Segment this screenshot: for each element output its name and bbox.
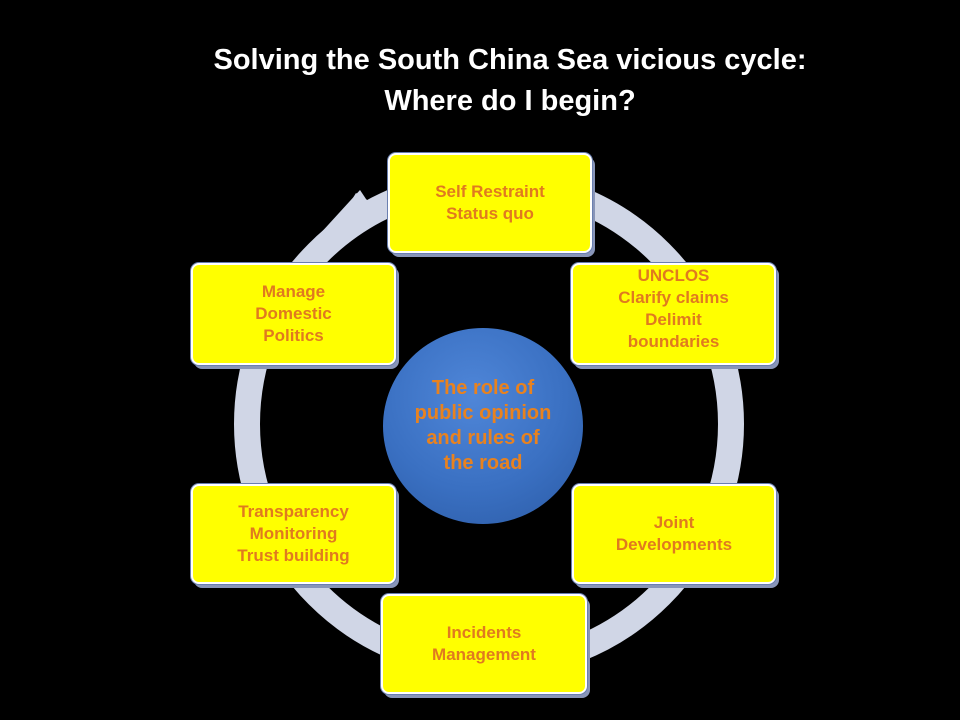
node-label: Incidents <box>446 623 522 642</box>
node-label: Clarify claims <box>618 288 729 307</box>
node-self-restraint: Self Restraint Status quo <box>388 153 592 253</box>
slide-title: Solving the South China Sea vicious cycl… <box>80 40 940 122</box>
node-label: Trust building <box>237 546 350 565</box>
node-unclos: UNCLOS Clarify claims Delimit boundaries <box>571 263 776 365</box>
node-label: Politics <box>263 326 324 345</box>
node-label: Delimit <box>645 310 702 329</box>
node-label: Status quo <box>446 204 534 223</box>
node-label: Domestic <box>255 304 332 323</box>
title-line-2: Where do I begin? <box>384 85 636 117</box>
node-label: Monitoring <box>249 524 338 543</box>
center-hub: The role of public opinion and rules of … <box>383 328 583 524</box>
node-joint-developments: Joint Developments <box>572 484 776 584</box>
cycle-arrowhead-body <box>318 190 376 236</box>
node-label: Manage <box>261 282 326 301</box>
node-transparency: Transparency Monitoring Trust building <box>191 484 396 584</box>
node-label: Developments <box>615 535 733 554</box>
hub-label: public opinion <box>414 402 552 424</box>
node-label: boundaries <box>627 332 720 351</box>
node-label: Transparency <box>238 502 349 521</box>
hub-label: The role of <box>431 377 535 399</box>
node-label: UNCLOS <box>637 266 710 285</box>
node-domestic-politics: Manage Domestic Politics <box>191 263 396 365</box>
node-label: Joint <box>653 513 695 532</box>
hub-label: the road <box>443 452 523 474</box>
title-line-1: Solving the South China Sea vicious cycl… <box>213 44 807 76</box>
node-incidents-management: Incidents Management <box>381 594 587 694</box>
node-label: Management <box>432 645 536 664</box>
hub-label: and rules of <box>426 427 540 449</box>
node-label: Self Restraint <box>435 182 545 201</box>
